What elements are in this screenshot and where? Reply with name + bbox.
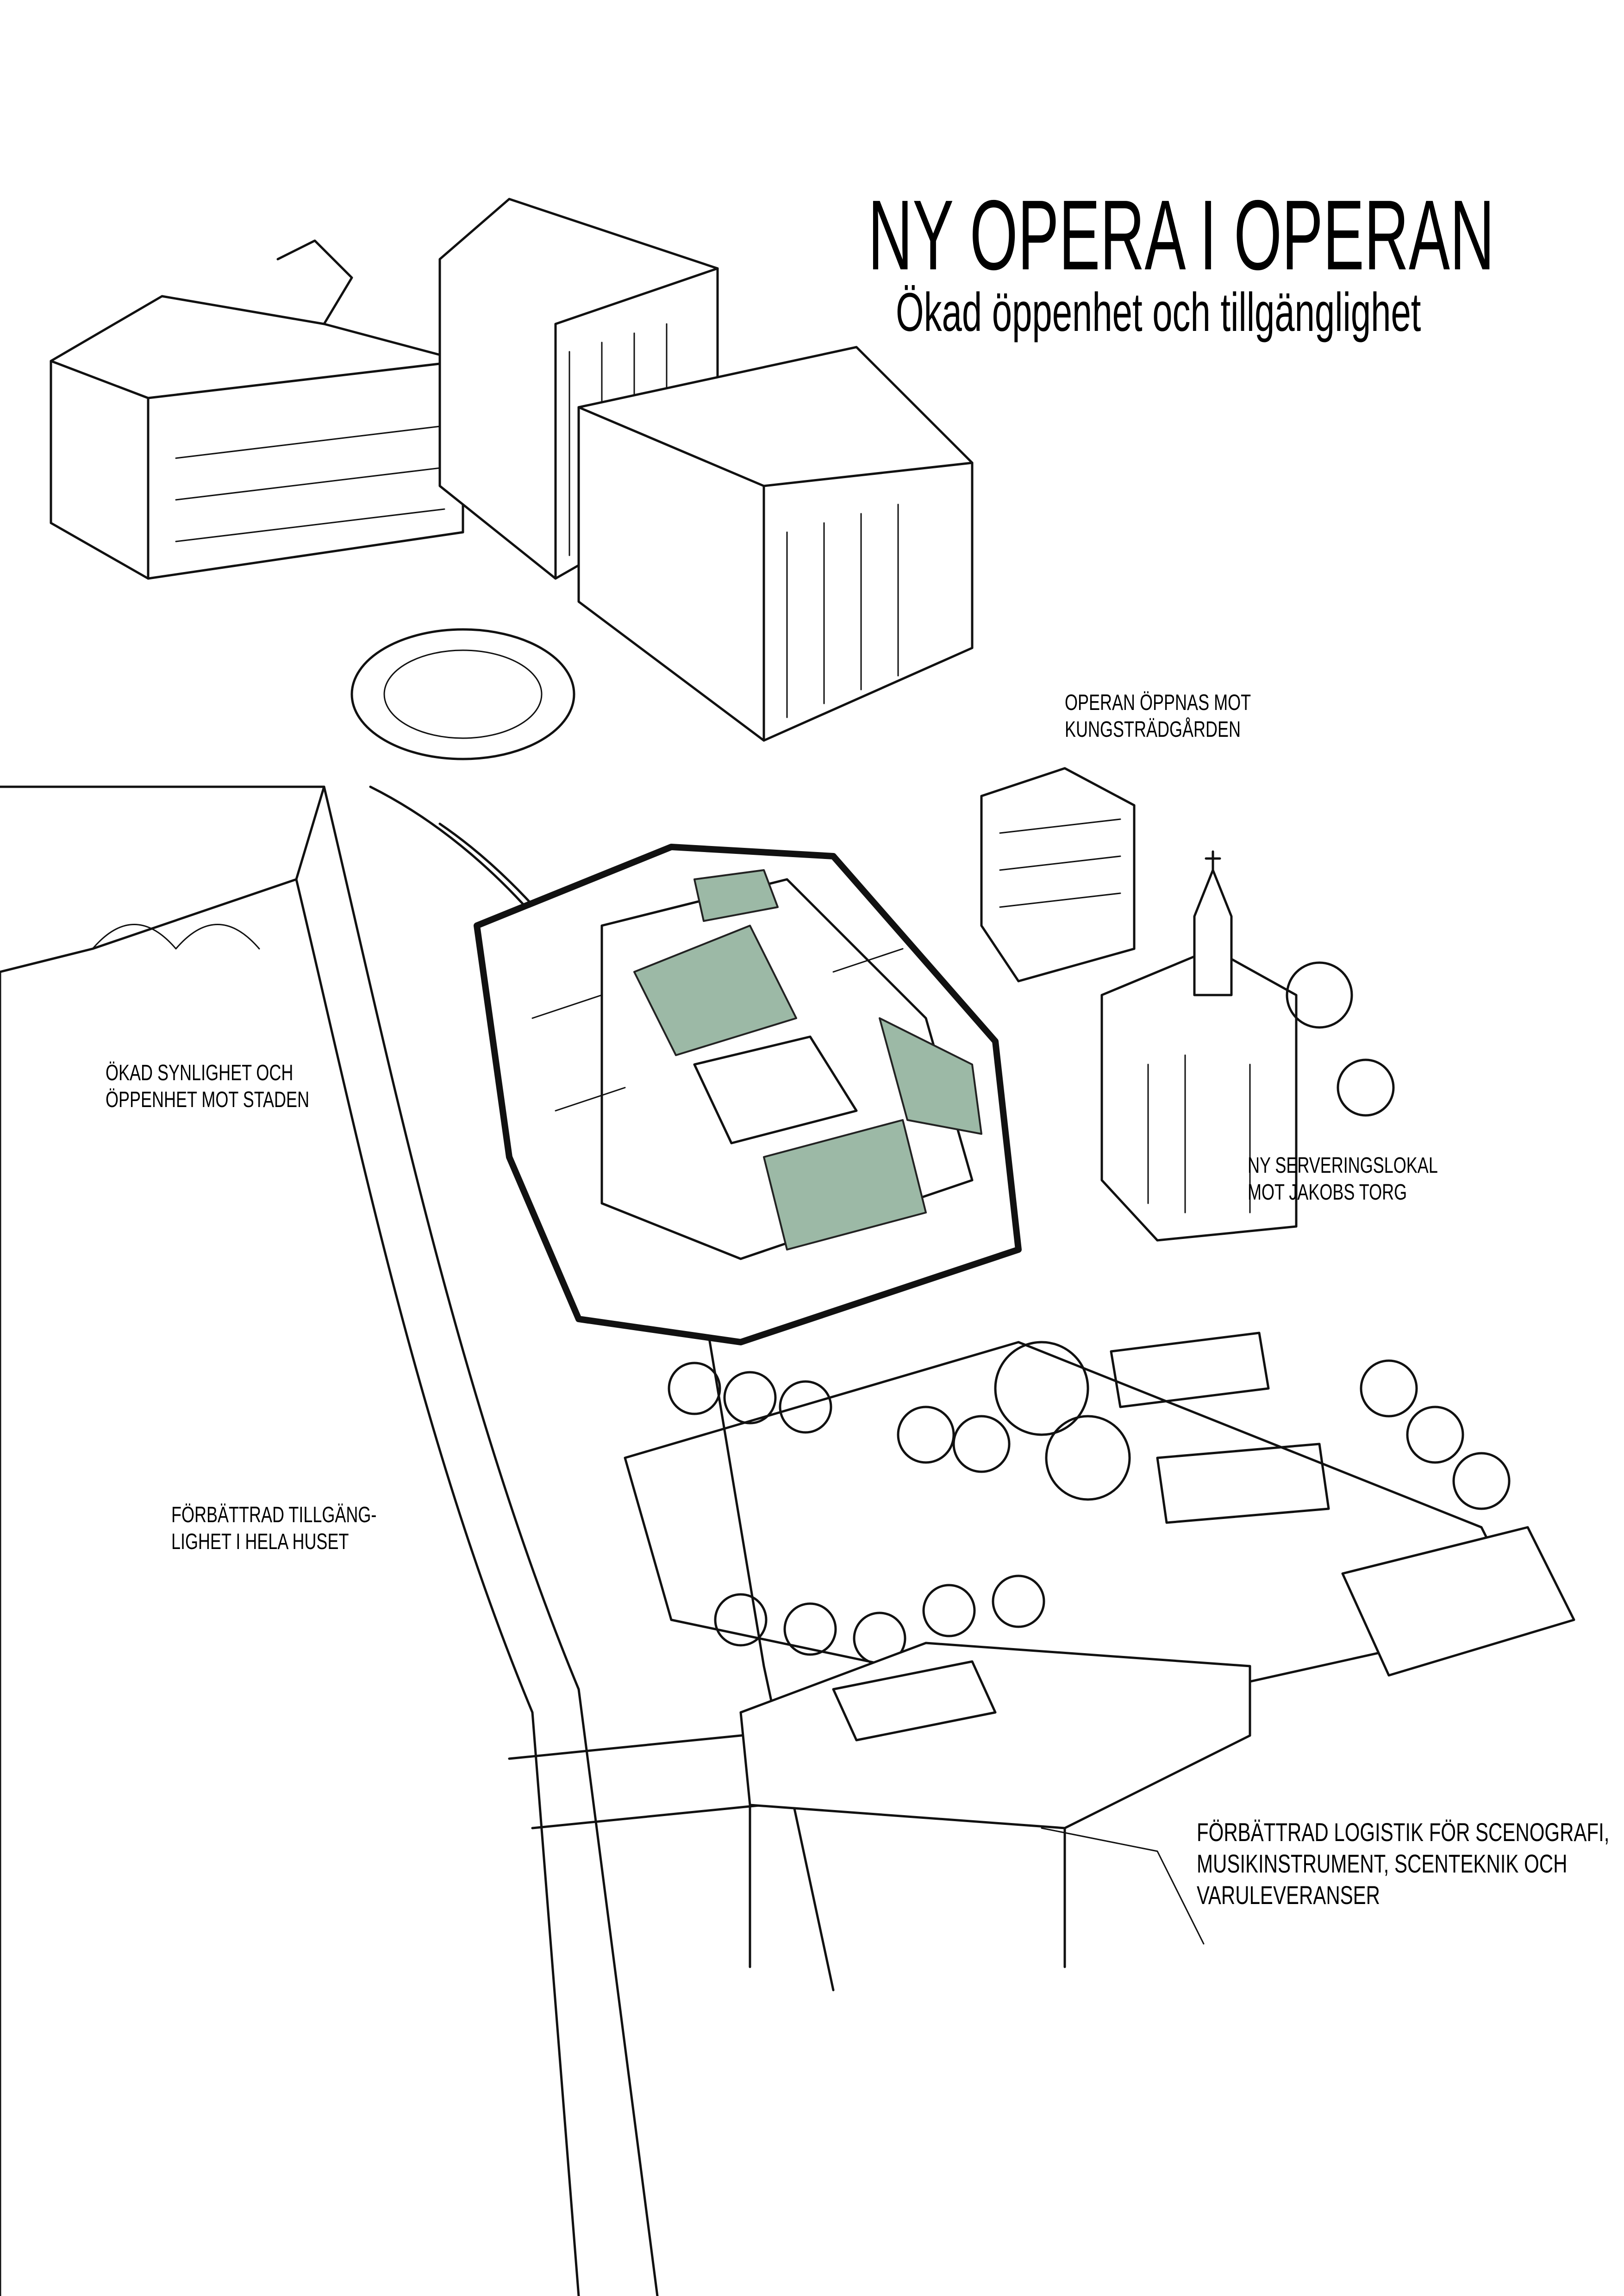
palace-building xyxy=(50,239,464,580)
annotation-line: MOT JAKOBS TORG xyxy=(1248,1180,1407,1205)
river-shoreline xyxy=(0,785,659,2296)
annotation-line: FÖRBÄTTRAD LOGISTIK FÖR SCENOGRAFI, xyxy=(1197,1817,1610,1847)
auditorium-green xyxy=(633,925,797,1056)
city-blocks-east xyxy=(980,767,1136,983)
annotation-line: MUSIKINSTRUMENT, SCENTEKNIK OCH xyxy=(1197,1849,1568,1878)
annotation-line: ÖKAD SYNLIGHET OCH xyxy=(106,1061,294,1085)
annotation-line: LIGHET I HELA HUSET xyxy=(171,1530,349,1554)
terrace-green xyxy=(879,1017,982,1135)
annotation-line: NY SERVERINGSLOKAL xyxy=(1248,1153,1438,1178)
page-subtitle: Ökad öppenhet och tillgänglighet xyxy=(896,282,1421,343)
annotation-synlighet: ÖKAD SYNLIGHET OCH ÖPPENHET MOT STADEN xyxy=(106,1060,309,1114)
stage-green xyxy=(763,1119,927,1251)
church-jakobs-kyrka xyxy=(1100,850,1298,1242)
annotation-serveringslokal: NY SERVERINGSLOKAL MOT JAKOBS TORG xyxy=(1248,1152,1438,1206)
annotation-line: ÖPPENHET MOT STADEN xyxy=(106,1088,310,1112)
annotation-kungstradgarden: OPERAN ÖPPNAS MOT KUNGSTRÄDGÅRDEN xyxy=(1065,690,1251,743)
annotation-logistik: FÖRBÄTTRAD LOGISTIK FÖR SCENOGRAFI, MUSI… xyxy=(1197,1817,1609,1911)
annotation-line: FÖRBÄTTRAD TILLGÄNG- xyxy=(171,1503,377,1527)
annotation-tillganglighet: FÖRBÄTTRAD TILLGÄNG- LIGHET I HELA HUSET xyxy=(171,1502,376,1556)
annotation-line: OPERAN ÖPPNAS MOT xyxy=(1065,691,1251,715)
page-title: NY OPERA I OPERAN xyxy=(868,179,1495,291)
opera-house xyxy=(474,844,1022,1345)
annotation-line: KUNGSTRÄDGÅRDEN xyxy=(1065,717,1241,742)
city-blocks-north xyxy=(438,198,974,742)
annotation-line: VARULEVERANSER xyxy=(1197,1880,1380,1910)
south-building xyxy=(739,1526,1575,1968)
